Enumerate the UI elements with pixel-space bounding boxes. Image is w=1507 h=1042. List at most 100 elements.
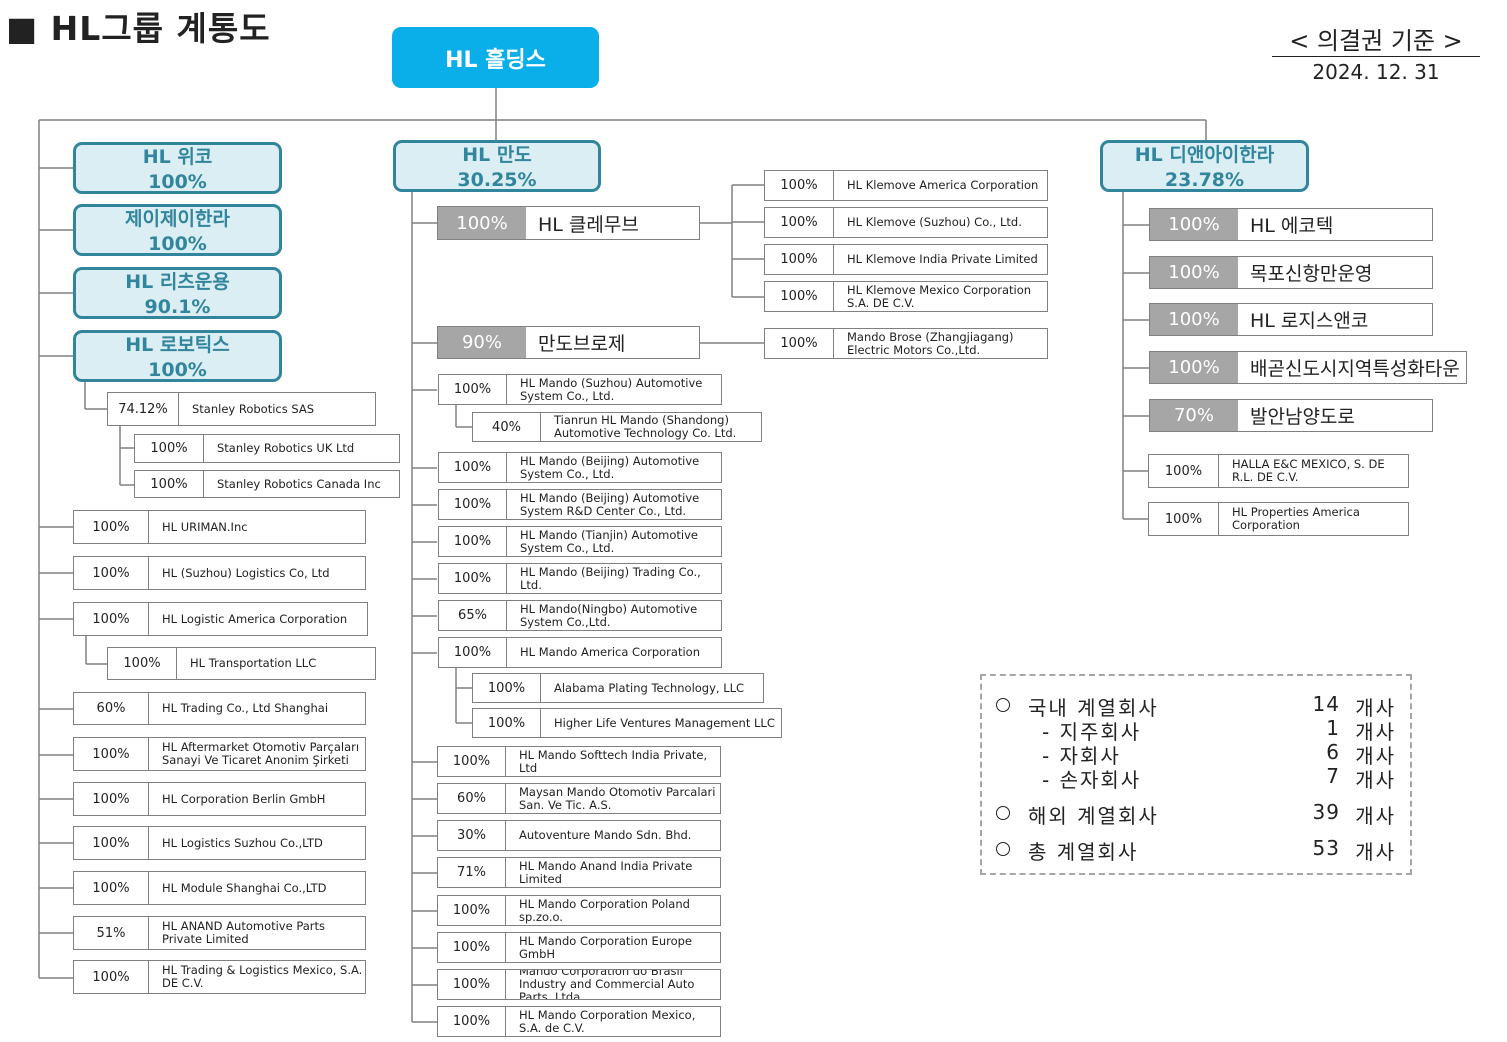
ownership-pct: 100% (108, 648, 177, 679)
subsidiary-box: 100%HL Klemove India Private Limited (764, 244, 1048, 275)
company-name: HL Mando Corporation Mexico, S.A. de C.V… (519, 1007, 696, 1035)
company-name: Stanley Robotics UK Ltd (217, 441, 355, 455)
subsidiary-box: 100%HL Properties America Corporation (1148, 502, 1409, 536)
ownership-pct: 30% (438, 821, 506, 850)
ownership-pct: 100% (473, 709, 541, 737)
company-name: HL Trading Co., Ltd Shanghai (162, 701, 329, 715)
affiliate-pct: 23.78% (1164, 169, 1245, 191)
summary-unit: 개사 (1355, 840, 1396, 864)
summary-row: - 자회사 6 개사 (982, 740, 1410, 768)
company-name: HL 에코텍 (1250, 215, 1334, 237)
ownership-pct: 100% (74, 783, 149, 815)
company-name: HL Logistic America Corporation (162, 611, 348, 626)
company-name: 목포신항만운영 (1250, 263, 1373, 285)
subsidiary-box: 100% HL Mando (Beijing) Trading Co., Ltd. (438, 563, 722, 594)
company-name: HL Mando America Corporation (520, 645, 700, 659)
company-name: 배곧신도시지역특성화타운 (1250, 358, 1460, 380)
bullet-circle-icon (996, 806, 1010, 820)
company-name: HL Mando (Suzhou) Automotive System Co.,… (520, 375, 703, 403)
company-name: HL Mando (Beijing) Trading Co., Ltd. (520, 564, 701, 592)
company-name: HL ANAND Automotive Parts Private Limite… (162, 919, 326, 946)
subsidiary-box: 100% HL Mando America Corporation (438, 637, 722, 668)
ownership-pct: 100% (74, 511, 149, 543)
summary-label: 해외 계열회사 (1028, 804, 1159, 828)
ownership-pct: 100% (439, 527, 507, 556)
subsidiary-box: 100%Mando Corporation do Brasil Industry… (437, 969, 721, 1000)
company-name: Tianrun HL Mando (Shandong) Automotive T… (554, 413, 737, 440)
company-name: Stanley Robotics SAS (192, 401, 315, 416)
affiliate-pct: 90.1% (144, 296, 211, 318)
ownership-pct: 100% (765, 329, 834, 358)
subsidiary-box: 60%Maysan Mando Otomotiv Parcalari San. … (437, 783, 721, 814)
company-name: HL Mando (Beijing) Automotive System Co.… (520, 453, 700, 481)
subsidiary-box-major: 70%발안남양도로 (1149, 399, 1433, 432)
ownership-pct: 90% (438, 327, 526, 358)
ownership-pct: 100% (1150, 304, 1238, 335)
ownership-pct: 100% (1150, 209, 1238, 240)
subsidiary-box: 100%Higher Life Ventures Management LLC (472, 708, 782, 738)
company-name: HL Klemove America Corporation (847, 178, 1039, 192)
affiliate-pct: 100% (148, 171, 207, 193)
company-name: HL (Suzhou) Logistics Co, Ltd (162, 565, 330, 580)
summary-unit: 개사 (1355, 720, 1396, 744)
subsidiary-box: 100%HALLA E&C MEXICO, S. DE R.L. DE C.V. (1148, 454, 1409, 488)
ownership-pct: 100% (1150, 352, 1238, 383)
summary-label: 국내 계열회사 (1028, 696, 1159, 720)
affiliate-pct: 100% (148, 233, 207, 255)
company-name: HL Properties America Corporation (1232, 505, 1360, 532)
company-name: HL Mando Corporation Poland sp.zo.o. (519, 896, 690, 924)
affiliate-name: HL 위코 (142, 146, 213, 168)
subsidiary-box: 40%Tianrun HL Mando (Shandong) Automotiv… (472, 412, 762, 442)
company-name: 발안남양도로 (1250, 406, 1355, 428)
ownership-pct: 100% (439, 490, 507, 519)
company-name: HL Mando (Tianjin) Automotive System Co.… (520, 527, 698, 555)
ownership-pct: 100% (439, 453, 507, 482)
company-name: Autoventure Mando Sdn. Bhd. (519, 828, 692, 842)
summary-label: - 지주회사 (1042, 720, 1142, 744)
holding-company-box: HL 홀딩스 (392, 27, 599, 88)
ownership-pct: 100% (438, 896, 506, 925)
ownership-pct: 60% (74, 693, 149, 724)
ownership-pct: 100% (1150, 257, 1238, 288)
company-name: HL Mando(Ningbo) Automotive System Co.,L… (520, 601, 698, 629)
ownership-pct: 100% (74, 557, 149, 589)
subsidiary-box: 100%HL Mando Corporation Europe GmbH (437, 932, 721, 963)
company-name: HL Logistics Suzhou Co.,LTD (162, 835, 323, 850)
basis-date: 2024. 12. 31 (1312, 60, 1440, 84)
ownership-pct: 100% (439, 638, 507, 667)
ownership-pct: 100% (473, 674, 541, 702)
ownership-pct: 100% (439, 564, 507, 593)
ownership-pct: 100% (135, 435, 204, 462)
subsidiary-box: 100%HL Mando (Suzhou) Automotive System … (438, 374, 722, 405)
summary-count: 14 (1312, 692, 1340, 716)
subsidiary-box: 100%HL Aftermarket Otomotiv Parçaları Sa… (73, 737, 366, 771)
subsidiary-box: 100%Mando Brose (Zhangjiagang) Electric … (764, 328, 1048, 359)
ownership-pct: 100% (74, 827, 149, 859)
ownership-pct: 74.12% (108, 393, 179, 425)
summary-count: 1 (1326, 716, 1340, 740)
summary-count: 6 (1326, 740, 1340, 764)
subsidiary-box-major: 100%HL 로지스앤코 (1149, 303, 1433, 336)
subsidiary-box: 100%HL Corporation Berlin GmbH (73, 782, 366, 816)
affiliate-pct: 100% (148, 359, 207, 381)
subsidiary-box-major: 100% 배곧신도시지역특성화타운 (1149, 351, 1467, 384)
affiliate-box-robo: HL 로보틱스 100% (73, 330, 282, 382)
subsidiary-box: 100%HL Klemove America Corporation (764, 170, 1048, 201)
company-name: Mando Corporation do Brasil Industry and… (519, 970, 695, 999)
affiliate-name: HL 로보틱스 (125, 334, 230, 356)
summary-label: - 자회사 (1042, 744, 1121, 768)
ownership-pct: 65% (439, 601, 507, 630)
summary-row: - 지주회사 1 개사 (982, 716, 1410, 744)
summary-unit: 개사 (1355, 744, 1396, 768)
bullet-circle-icon (996, 842, 1010, 856)
subsidiary-box: 100% Stanley Robotics UK Ltd (134, 434, 400, 463)
company-name: HL Aftermarket Otomotiv Parçaları Sanayi… (162, 740, 360, 767)
affiliate-name: HL 디앤아이한라 (1134, 144, 1275, 166)
subsidiary-box: 100%Stanley Robotics Canada Inc (134, 470, 400, 498)
